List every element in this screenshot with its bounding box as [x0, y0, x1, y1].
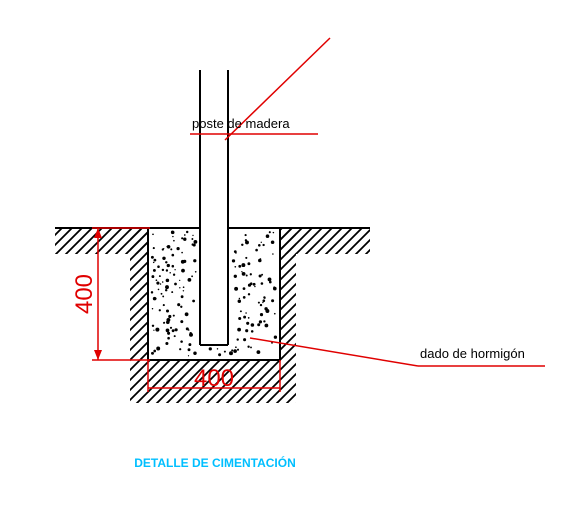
- concrete-speckles: [150, 230, 278, 357]
- block-label: dado de hormigón: [420, 346, 525, 361]
- ground-bottom: [130, 358, 296, 403]
- wooden-post: [199, 70, 229, 346]
- width-dimension: [147, 360, 281, 392]
- depth-dimension: [92, 227, 150, 361]
- drawing-title: DETALLE DE CIMENTACIÓN: [134, 455, 296, 470]
- depth-dimension-value: 400: [71, 274, 98, 314]
- post-label: poste de madera: [192, 116, 290, 131]
- ground-pit-right-wall: [280, 228, 296, 358]
- post-leader: [190, 37, 331, 141]
- ground-hatching: [55, 227, 370, 403]
- block-leader: [249, 337, 545, 367]
- ground-pit-left-wall: [130, 228, 148, 358]
- width-dimension-value: 400: [194, 365, 234, 392]
